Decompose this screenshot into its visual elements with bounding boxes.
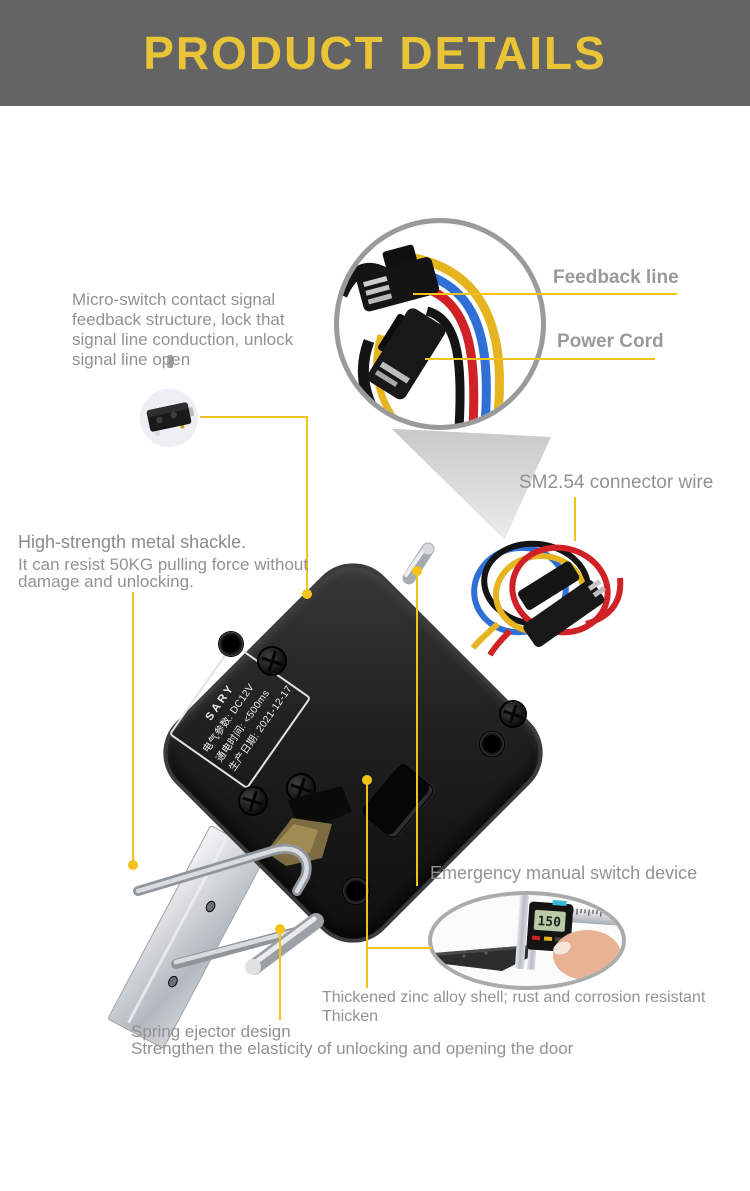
yellow-wire (413, 253, 504, 424)
zinc-shell-annotation: Thickened zinc alloy shell; rust and cor… (322, 988, 705, 1026)
power-cord-label: Power Cord (557, 331, 664, 352)
caliper-measuring-shell: 150 (434, 895, 622, 980)
annotation-line: Thicken (322, 1008, 379, 1025)
magnifier-circle-inset (334, 218, 546, 430)
micro-switch-icon (146, 402, 195, 436)
lcd-value: 150 (537, 914, 562, 931)
caliper-red-button (531, 935, 541, 941)
annotation-line: Micro-switch contact signal (72, 290, 276, 309)
screw (240, 788, 266, 814)
sm-connector-lower (523, 579, 607, 648)
page-title: PRODUCT DETAILS (143, 27, 607, 79)
shackle-title: High-strength metal shackle. (18, 532, 247, 552)
feedback-connector (356, 244, 440, 312)
shackle-rod-lower (171, 925, 308, 969)
fingernail (553, 941, 571, 955)
annotation-line: signal line open (72, 350, 191, 369)
micro-switch-inset (140, 389, 198, 447)
header-bar: PRODUCT DETAILS (0, 0, 750, 106)
emergency-switch-label: Emergency manual switch device (430, 863, 698, 883)
red-wire-tail-2 (487, 628, 513, 657)
red-wire-tail (585, 577, 624, 627)
emergency-pin (402, 542, 435, 585)
spring-ejector-annotation: Spring ejector design Strengthen the ela… (131, 1023, 573, 1057)
sm-connector-wire-photo (470, 540, 624, 657)
power-connector (367, 308, 446, 400)
caliper-cyan-badge (552, 899, 567, 906)
micro-switch-callout-line (200, 416, 308, 592)
screw (259, 648, 285, 674)
shackle-annotation: High-strength metal shackle. It can resi… (18, 532, 309, 591)
caliper-fixed-jaw (515, 895, 529, 970)
lcd-screen (533, 909, 566, 932)
shackle-rod-upper (133, 843, 312, 896)
callout-dot (128, 860, 138, 870)
sheet-edge (434, 945, 532, 956)
screw-hole (219, 632, 243, 656)
callout-dot (302, 589, 312, 599)
switch-plunger-pin (167, 355, 173, 368)
feedback-line-label: Feedback line (553, 267, 679, 288)
caliper-photo-inset: 150 (428, 891, 626, 990)
black-wire-2 (425, 306, 465, 425)
callout-dot (362, 775, 372, 785)
ejector-pin (245, 913, 324, 975)
annotation-line: damage and unlocking. (18, 572, 194, 591)
annotation-line: signal line conduction, unlock (72, 330, 294, 349)
zinc-shell-callout-line (366, 784, 432, 988)
connector-closeup-photo (339, 244, 504, 425)
sm-connector-upper (518, 561, 580, 610)
annotation-line: feedback structure, lock that (72, 310, 285, 329)
sheet-screw (462, 954, 466, 958)
callout-dot (412, 566, 422, 576)
screw-hole (343, 878, 369, 904)
callout-dot (275, 924, 285, 934)
annotation-line: Strengthen the elasticity of unlocking a… (131, 1039, 574, 1058)
sm-connector-label: SM2.54 connector wire (519, 472, 714, 493)
screw-hole (480, 732, 504, 756)
annotation-line: It can resist 50KG pulling force without (18, 554, 309, 574)
annotation-line: Thickened zinc alloy shell; rust and cor… (322, 989, 706, 1006)
yellow-wire-tail (470, 621, 500, 650)
sheet-screw (484, 951, 488, 955)
screw (501, 702, 525, 726)
caliper-yellow-button (543, 936, 553, 942)
micro-switch-annotation: Micro-switch contact signal feedback str… (72, 290, 293, 370)
annotation-line: Spring ejector design (131, 1022, 291, 1041)
